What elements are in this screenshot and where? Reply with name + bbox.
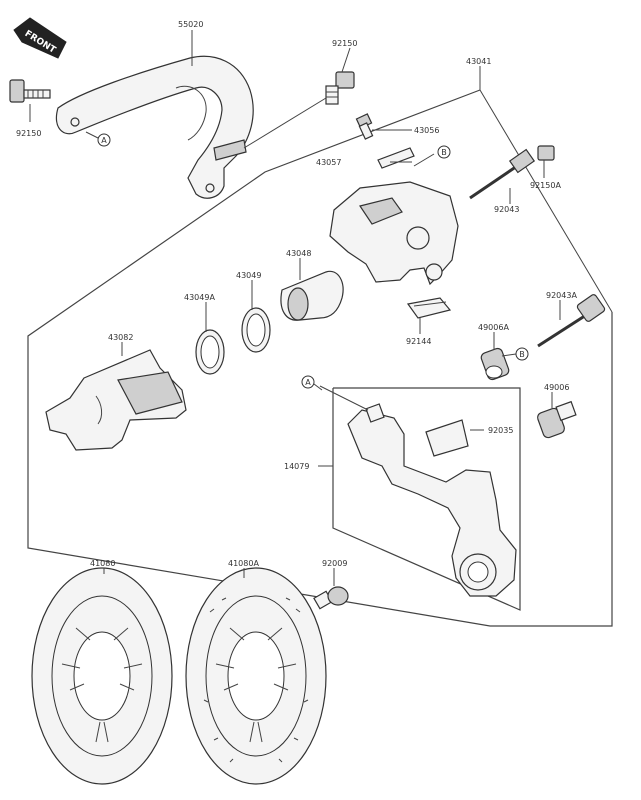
disc-bolt-92009-part [313,586,349,610]
part-labels: 55020 92150 92150 43041 43056 43057 9215… [16,20,577,568]
boot-49006A-part [480,347,510,381]
assembly-frame-outer [27,89,613,627]
label-43049: 43049 [236,271,261,280]
label-55020: 55020 [178,20,203,29]
label-92150-top: 92150 [332,39,357,48]
label-43082: 43082 [108,333,133,342]
label-92144: 92144 [406,337,431,346]
bleeder-valve-part [355,113,374,140]
brake-disc-41080-part [31,567,173,785]
callout-b-pin: B [515,347,529,361]
svg-text:B: B [441,148,447,157]
label-49006: 49006 [544,383,569,392]
assembly-frame-inner [332,387,521,611]
plug-92150A-part [537,145,555,161]
spring-92035-part [425,419,469,457]
brake-disc-41080A-part [185,567,327,785]
piston-43048-part [280,270,344,321]
bolt-92150-top [243,71,355,149]
callout-b-caliper: B [437,145,451,159]
front-arrow-icon: FRONT [13,17,67,59]
label-43048: 43048 [286,249,311,258]
brake-pads-part [45,349,187,451]
callout-a-bracket: A [301,375,315,389]
caliper-bracket-part [319,385,517,597]
label-92035: 92035 [488,426,513,435]
seal-43049A-part [195,329,225,375]
label-41080: 41080 [90,559,115,568]
label-43049A: 43049A [184,293,215,302]
bolt-92150-left [9,79,51,103]
label-43056: 43056 [414,126,439,135]
label-92043: 92043 [494,205,519,214]
frame-edge [479,89,613,313]
label-43041: 43041 [466,57,491,66]
svg-text:A: A [101,136,107,145]
boot-49006-part [537,400,577,439]
label-49006A: 49006A [478,323,509,332]
label-92150-left: 92150 [16,129,41,138]
seal-43049-part [241,307,271,353]
leader-lines [29,30,561,586]
pin-92043-part [469,148,536,200]
brake-guard-part [55,55,254,199]
svg-text:B: B [519,350,525,359]
label-14079: 14079 [284,462,309,471]
label-41080A: 41080A [228,559,259,568]
svg-text:A: A [305,378,311,387]
label-43057: 43057 [316,158,341,167]
pad-spring-92144-part [406,297,452,319]
cap-43057-part [377,147,415,169]
callout-a-guard: A [97,133,111,147]
label-92150A: 92150A [530,181,561,190]
pin-92043A-part [537,294,606,348]
label-92009: 92009 [322,559,347,568]
caliper-body-part [329,181,459,286]
label-92043A: 92043A [546,291,577,300]
